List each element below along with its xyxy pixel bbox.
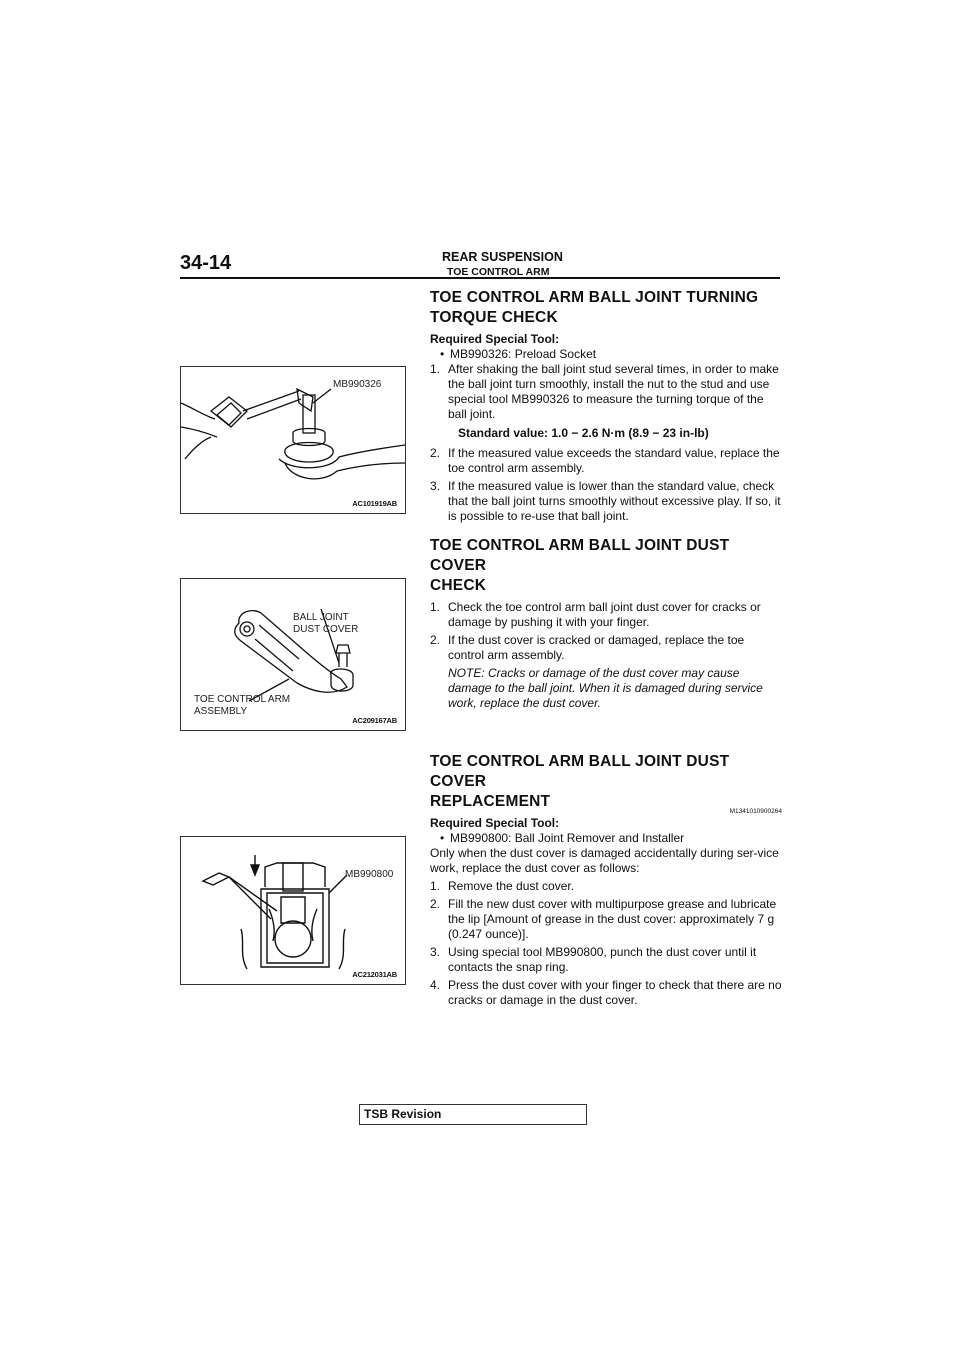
section3-tool: MB990800: Ball Joint Remover and Install…	[430, 831, 782, 846]
section3-title-line1: TOE CONTROL ARM BALL JOINT DUST COVER	[430, 753, 730, 790]
fig2-code: AC209167AB	[352, 716, 397, 725]
section-title: REAR SUSPENSION	[442, 250, 563, 264]
section1-standard-value: Standard value: 1.0 − 2.6 N·m (8.9 − 23 …	[458, 426, 709, 440]
list-item: 3.Using special tool MB990800, punch the…	[430, 945, 757, 974]
fig2-dust-cover-label: DUST COVER	[293, 624, 359, 635]
figure-preload-socket: MB990326 AC101919AB	[180, 366, 406, 514]
section2-title-line2: CHECK	[430, 577, 487, 594]
fig1-tool-label: MB990326	[333, 379, 382, 390]
section2-steps: 1.Check the toe control arm ball joint d…	[430, 600, 782, 663]
section1-tool: MB990326: Preload Socket	[430, 347, 782, 362]
preload-socket-illustration	[181, 387, 405, 480]
section3-steps: 1.Remove the dust cover. 2.Fill the new …	[430, 879, 782, 1008]
section3-title-line2: REPLACEMENT	[430, 793, 551, 810]
fig3-code: AC212031AB	[352, 970, 397, 979]
dust-cover-installer-illustration	[201, 855, 348, 970]
section3-required-label: Required Special Tool:	[430, 816, 560, 830]
section-dust-cover-check: TOE CONTROL ARM BALL JOINT DUST COVER CH…	[430, 536, 782, 711]
list-item: 2.Fill the new dust cover with multipurp…	[430, 897, 777, 941]
list-item: 1.Remove the dust cover.	[430, 879, 575, 893]
subsection-title: TOE CONTROL ARM	[447, 266, 550, 278]
section-turning-torque: TOE CONTROL ARM BALL JOINT TURNING TORQU…	[430, 288, 782, 527]
fig2-assembly-label: ASSEMBLY	[194, 706, 248, 717]
header-rule	[180, 277, 780, 279]
section2-title: TOE CONTROL ARM BALL JOINT DUST COVER CH…	[430, 536, 782, 596]
figure-dust-cover: BALL JOINT DUST COVER TOE CONTROL ARM AS…	[180, 578, 406, 731]
toe-control-arm-illustration	[234, 608, 354, 702]
list-item: 2.If the measured value exceeds the stan…	[430, 446, 780, 475]
section3-intro: Only when the dust cover is damaged acci…	[430, 846, 779, 875]
section-dust-cover-replacement: TOE CONTROL ARM BALL JOINT DUST COVER RE…	[430, 752, 782, 1011]
tsb-revision-box: TSB Revision	[359, 1104, 587, 1125]
section1-title-line1: TOE CONTROL ARM BALL JOINT TURNING	[430, 289, 759, 306]
section2-title-line1: TOE CONTROL ARM BALL JOINT DUST COVER	[430, 537, 730, 574]
section1-required-label: Required Special Tool:	[430, 332, 560, 346]
list-item: 4.Press the dust cover with your finger …	[430, 978, 782, 1007]
section3-title: TOE CONTROL ARM BALL JOINT DUST COVER RE…	[430, 752, 782, 815]
section1-title-line2: TORQUE CHECK	[430, 309, 558, 326]
section3-ref-code: M1341010900264	[729, 808, 782, 815]
list-item: 3.If the measured value is lower than th…	[430, 479, 781, 523]
section2-note: NOTE: Cracks or damage of the dust cover…	[448, 666, 763, 710]
fig2-ball-joint-label: BALL JOINT	[293, 612, 349, 623]
figure-ball-joint-installer: MB990800 AC212031AB	[180, 836, 406, 985]
list-item: 1.Check the toe control arm ball joint d…	[430, 600, 761, 629]
list-item: 2.If the dust cover is cracked or damage…	[430, 633, 745, 662]
list-item: 1.After shaking the ball joint stud seve…	[430, 362, 779, 421]
section1-title: TOE CONTROL ARM BALL JOINT TURNING TORQU…	[430, 288, 782, 328]
page-number: 34-14	[180, 252, 232, 274]
fig1-code: AC101919AB	[352, 499, 397, 508]
tsb-revision-label: TSB Revision	[364, 1107, 442, 1121]
fig3-tool-label: MB990800	[345, 869, 394, 880]
section1-steps: 1.After shaking the ball joint stud seve…	[430, 362, 782, 422]
section1-steps-cont: 2.If the measured value exceeds the stan…	[430, 446, 782, 524]
fig2-arm-label: TOE CONTROL ARM	[194, 694, 291, 705]
